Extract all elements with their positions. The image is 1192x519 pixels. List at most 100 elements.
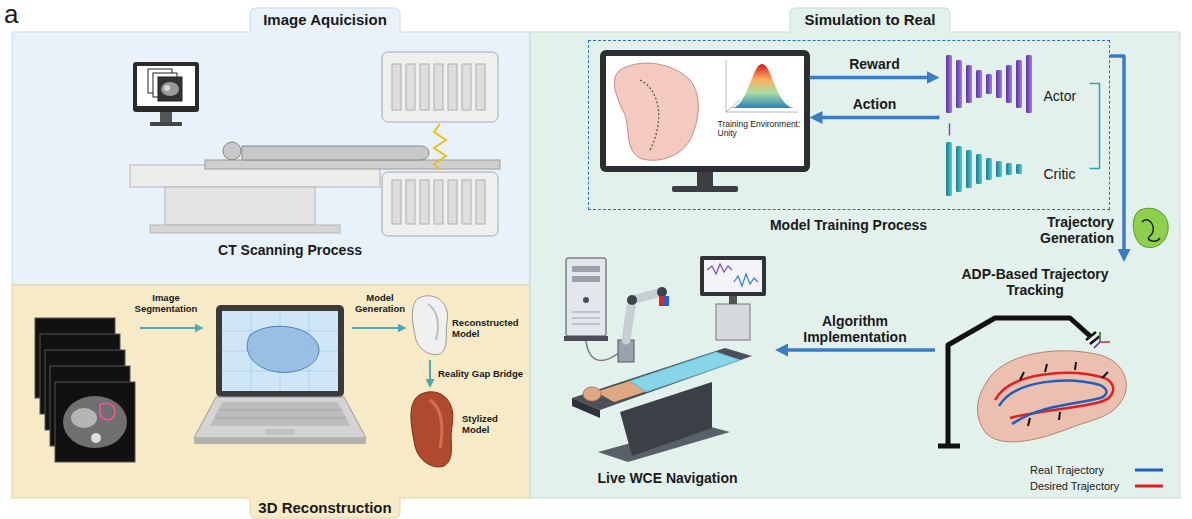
ct-gantry	[406, 180, 415, 224]
ct-monitor	[133, 62, 199, 112]
panel-grounds	[791, 30, 949, 35]
ct-patient	[223, 142, 241, 160]
reconstructed-organ	[428, 304, 438, 340]
group-caption: Model Training Process	[589, 217, 1108, 233]
ct-monitor	[133, 62, 199, 126]
navigation-illustration	[572, 398, 600, 418]
actor-network-glyph	[966, 65, 972, 103]
ct-gantry	[392, 180, 401, 224]
ct-monitor	[158, 77, 182, 101]
critic-network-glyph	[1006, 163, 1012, 175]
edge-label-slot: Reality Gap Bridge	[438, 369, 528, 380]
laptop	[194, 305, 366, 444]
tracking-illustration	[1094, 342, 1100, 348]
laptop	[222, 311, 338, 391]
panel-grounds	[790, 8, 950, 32]
ct-gantry	[462, 180, 471, 224]
training-monitor	[726, 60, 798, 112]
ct-gantry	[434, 180, 443, 224]
reconstructed-organ	[412, 296, 447, 355]
navigation-illustration	[630, 352, 740, 392]
ct-gantry	[392, 64, 401, 110]
ct-gantry	[476, 64, 485, 110]
step-caption: Trajectory Generation	[1030, 214, 1114, 246]
navigation-illustration	[572, 348, 752, 410]
critic-network-glyph	[1016, 164, 1022, 174]
ct-gantry	[448, 180, 457, 224]
panel-grounds	[12, 8, 1180, 518]
legend-line-sample	[1135, 485, 1163, 488]
ct-gantry	[406, 64, 415, 110]
edge-label-slot: Reward	[830, 56, 920, 72]
training-monitor	[600, 50, 810, 172]
ct-gantry	[420, 180, 429, 224]
navigation-illustration	[734, 274, 758, 286]
label-slot: a	[4, 0, 34, 30]
step-caption: CT Scanning Process	[190, 242, 390, 258]
navigation-illustration	[664, 296, 669, 306]
navigation-illustration	[627, 295, 637, 305]
screen-label: Training Environment: Unity	[718, 120, 804, 140]
ct-table	[165, 187, 315, 225]
navigation-illustration	[566, 258, 606, 336]
edge-label: Reward	[830, 56, 920, 72]
legend-row: Desired Trajectory	[1030, 478, 1170, 494]
ct-monitor	[160, 112, 172, 122]
actor-network-glyph	[946, 55, 1032, 113]
panel-grounds	[250, 8, 400, 32]
flow-arrow	[810, 76, 932, 80]
actor-network-glyph	[1026, 55, 1032, 113]
laptop	[194, 438, 366, 444]
panel: 3D ReconstructionReconstructed ModelStyl…	[12, 285, 530, 498]
stylized-organ	[430, 400, 442, 448]
legend-line-sample	[1134, 462, 1164, 478]
edge-label: Action	[830, 96, 920, 112]
laptop	[216, 305, 344, 397]
ct-monitor	[137, 66, 195, 106]
label-slot: Model Generation	[350, 293, 410, 315]
flow-arrow	[817, 116, 939, 120]
ct-slice-stack	[100, 403, 115, 419]
navigation-illustration	[716, 304, 750, 340]
tracking-stage: ADP-Based Trajectory Tracking	[935, 262, 1135, 458]
ct-patient	[223, 142, 429, 160]
navigation-illustration	[572, 266, 600, 272]
navigation-stage: Live WCE Navigation	[560, 248, 775, 493]
label-slot: Image Segmentation	[126, 293, 206, 315]
arrow-label: Model Generation	[350, 293, 410, 315]
training-monitor	[732, 64, 794, 108]
training-monitor	[614, 63, 698, 160]
actor-network: Actor	[940, 44, 1090, 124]
critic-network-glyph	[986, 158, 992, 180]
ct-monitor	[150, 122, 182, 126]
label-slot: CT Scanning Process	[190, 242, 390, 258]
tracking-illustration	[938, 318, 1126, 446]
laptop	[222, 311, 338, 391]
edge-label-slot: Algorithm Implementation	[780, 313, 930, 345]
tracking-illustration	[1099, 332, 1101, 342]
critic-network-glyph	[976, 154, 982, 184]
panel-title: Image Aquicision	[250, 8, 400, 32]
critic-network-glyph	[946, 142, 1022, 196]
model-label: Stylized Model	[462, 414, 524, 436]
actor-network-glyph	[956, 60, 962, 108]
edge-label-slot: Action	[830, 96, 920, 112]
reconstructed-organ	[412, 296, 447, 355]
trajectory-icon	[1142, 220, 1160, 241]
actor-network-glyph	[986, 74, 992, 94]
ct-gantry	[382, 52, 498, 122]
model-label: Reconstructed Model	[452, 318, 526, 340]
actor-network-glyph	[1016, 60, 1022, 108]
training-monitor	[640, 80, 659, 150]
edge-label: Algorithm Implementation	[780, 313, 930, 345]
flow-arrow	[429, 360, 431, 383]
navigation-illustration	[586, 341, 620, 360]
stage-caption: Live WCE Navigation	[560, 470, 775, 486]
ct-slice-stack	[35, 318, 135, 462]
navigation-illustration	[704, 260, 762, 292]
panel-grounds	[251, 30, 399, 35]
critic-network-glyph	[966, 150, 972, 188]
panel-title: 3D Reconstruction	[250, 498, 400, 518]
panel-title: Simulation to Real	[790, 8, 950, 32]
